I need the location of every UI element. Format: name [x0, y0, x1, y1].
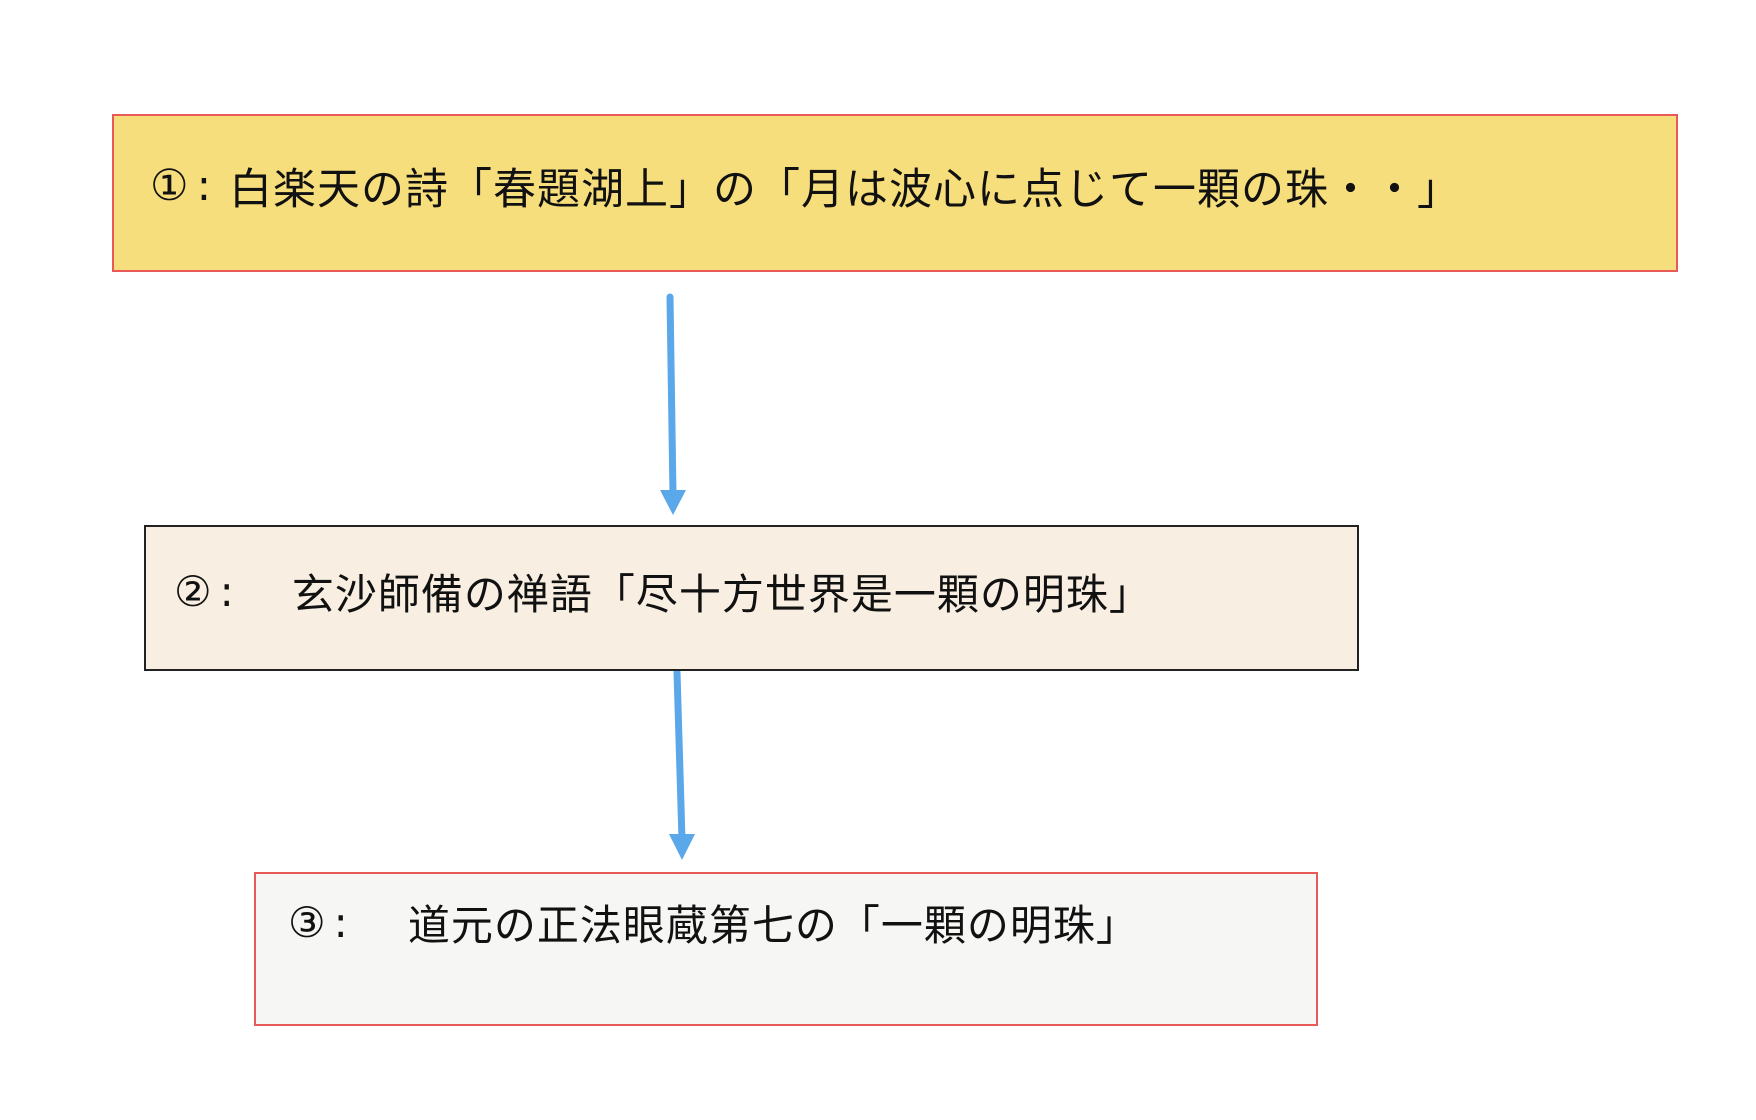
arrow-1-to-2 [660, 293, 686, 515]
step-3-separator: : [333, 897, 348, 947]
step-2-text: 玄沙師備の禅語「尽十方世界是一顆の明珠」 [291, 569, 1152, 619]
arrow-2-shaft [673, 668, 686, 844]
arrow-1-shaft [666, 293, 677, 499]
step-3-number: ③ [288, 897, 326, 947]
step-3-box: ③ : 道元の正法眼蔵第七の「一顆の明珠」 [254, 872, 1318, 1026]
arrow-2-head [669, 834, 695, 860]
arrow-1-head [660, 490, 686, 515]
step-1-text: 白楽天の詩「春題湖上」の「月は波心に点じて一顆の珠・・」 [229, 165, 1462, 215]
step-3-text: 道元の正法眼蔵第七の「一顆の明珠」 [407, 900, 1139, 950]
step-1-separator: : [196, 161, 212, 211]
arrow-2-to-3 [669, 668, 695, 860]
step-2-box: ② : 玄沙師備の禅語「尽十方世界是一顆の明珠」 [144, 525, 1359, 671]
step-1-number: ① [150, 161, 189, 211]
step-1-box: ① : 白楽天の詩「春題湖上」の「月は波心に点じて一顆の珠・・」 [112, 114, 1678, 272]
step-2-separator: : [219, 566, 234, 616]
step-2-number: ② [174, 566, 212, 616]
